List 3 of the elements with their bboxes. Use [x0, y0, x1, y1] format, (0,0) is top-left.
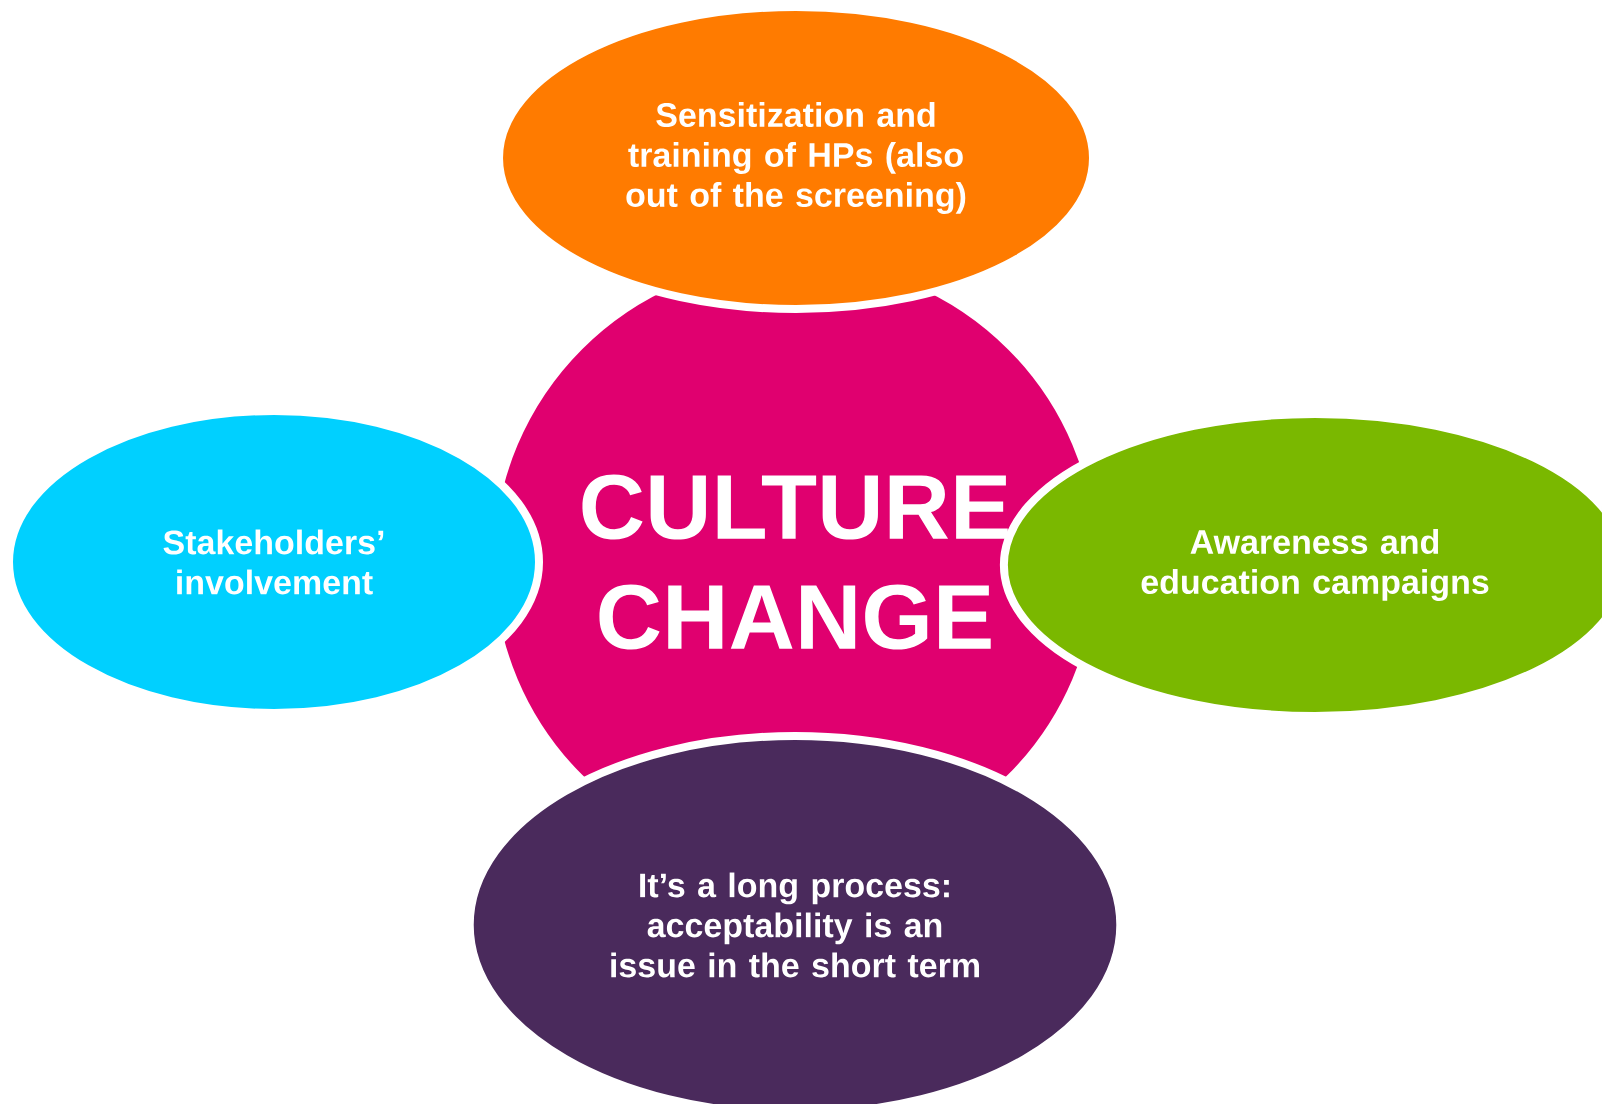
ellipse-node: Stakeholders’ involvement [5, 407, 543, 717]
ellipse-node: Sensitization and training of HPs (also out of the screening) [495, 3, 1097, 313]
ellipse-node: It’s a long process: acceptability is an issue in the short term [465, 732, 1125, 1104]
